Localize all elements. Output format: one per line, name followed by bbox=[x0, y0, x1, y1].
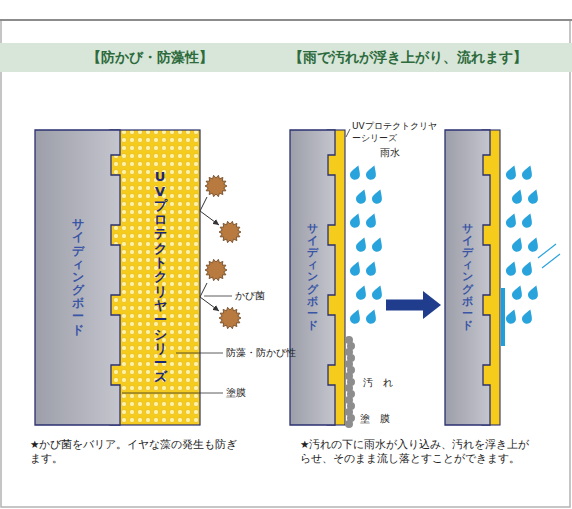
rain-drop bbox=[521, 260, 536, 278]
label-text: UVプロテクトクリヤーシリーズ bbox=[352, 121, 437, 143]
label-text: 塗 膜 bbox=[360, 413, 390, 424]
label-text: かび菌 bbox=[235, 290, 265, 301]
rain-drop bbox=[371, 284, 386, 302]
flow-arrow bbox=[386, 300, 423, 311]
label-text: ★汚れの下に雨水が入り込み、汚れを浮き上がらせ、そのまま流し落とすことができます… bbox=[300, 438, 529, 464]
rain-drop bbox=[521, 308, 536, 326]
bounce-arrow bbox=[200, 283, 219, 311]
label-text: ★かび菌をバリア。イヤな藻の発生も防ぎます。 bbox=[30, 438, 237, 464]
rain-drop bbox=[527, 284, 542, 302]
leader-line bbox=[346, 129, 350, 137]
page-frame bbox=[1, 20, 570, 507]
coating-layer bbox=[110, 130, 200, 425]
siding-board bbox=[35, 130, 120, 425]
part-label: かび菌 bbox=[235, 289, 279, 303]
part-label: 汚 れ bbox=[363, 376, 407, 390]
siding-board-box: サイディングボード bbox=[445, 130, 545, 425]
header-band bbox=[0, 43, 572, 72]
coating-box: UVプロテクトクリヤーシリーズ bbox=[120, 130, 200, 425]
rain-drop bbox=[511, 188, 526, 206]
rain-drop bbox=[371, 188, 386, 206]
mould-spore bbox=[205, 175, 227, 196]
mould-spore bbox=[205, 259, 227, 280]
label-text: 雨水 bbox=[380, 147, 400, 158]
rain-line bbox=[538, 244, 556, 258]
rain-drop bbox=[349, 164, 364, 182]
rain-drop bbox=[527, 188, 542, 206]
top-rule bbox=[0, 19, 572, 21]
rain-drop bbox=[349, 212, 364, 230]
part-label: UVプロテクトクリヤーシリーズ bbox=[352, 120, 440, 144]
mould-spore bbox=[219, 307, 241, 328]
label-text: 汚 れ bbox=[363, 377, 393, 388]
rain-drop bbox=[365, 260, 380, 278]
rain-drop bbox=[365, 164, 380, 182]
label-text: 【雨で汚れが浮き上がり、流れます】 bbox=[289, 49, 527, 65]
part-label: 防藻・防かび性 bbox=[226, 346, 322, 360]
leader-line bbox=[204, 296, 232, 297]
rain-drop bbox=[511, 284, 526, 302]
rain-line bbox=[542, 254, 560, 268]
rain-drop bbox=[521, 212, 536, 230]
rain-drop bbox=[365, 212, 380, 230]
dirt bbox=[345, 420, 353, 428]
rain-drop bbox=[365, 308, 380, 326]
rain-drop bbox=[355, 284, 370, 302]
part-label: 塗 膜 bbox=[360, 412, 404, 426]
rain-drop bbox=[511, 236, 526, 254]
caption-note: ★汚れの下に雨水が入り込み、汚れを浮き上がらせ、そのまま流し落とすことができます… bbox=[300, 437, 535, 465]
siding-board bbox=[290, 130, 335, 425]
vertical-label: サイディングボード bbox=[307, 223, 318, 332]
vertical-label: サイディングボード bbox=[462, 223, 473, 332]
vertical-label: UVプロテクトクリヤーシリーズ bbox=[154, 170, 167, 384]
rain-drop bbox=[349, 260, 364, 278]
label-text: 防藻・防かび性 bbox=[226, 347, 296, 358]
rain-drop bbox=[349, 308, 364, 326]
vertical-label: サイディングボード bbox=[72, 218, 84, 337]
caption-note: ★かび菌をバリア。イヤな藻の発生も防ぎます。 bbox=[30, 437, 245, 465]
rain-drop bbox=[505, 212, 520, 230]
part-label: 塗膜 bbox=[226, 386, 270, 400]
mould-spore bbox=[219, 221, 241, 242]
water-streak bbox=[501, 288, 505, 346]
leader-line bbox=[176, 353, 223, 354]
panel-heading: 【雨で汚れが浮き上がり、流れます】 bbox=[275, 48, 540, 67]
siding-board bbox=[445, 130, 490, 425]
rain-drop bbox=[355, 236, 370, 254]
bounce-arrow bbox=[200, 197, 219, 225]
rain-drop bbox=[355, 188, 370, 206]
siding-board-box: サイディングボード bbox=[35, 130, 120, 425]
label-text: 塗膜 bbox=[226, 387, 246, 398]
rain-drop bbox=[505, 308, 520, 326]
rain-drop bbox=[527, 236, 542, 254]
label-text: 【防かび・防藻性】 bbox=[87, 49, 213, 65]
rain-drop bbox=[505, 164, 520, 182]
part-label: 雨水 bbox=[380, 146, 414, 160]
rain-drop bbox=[505, 260, 520, 278]
panel-heading: 【防かび・防藻性】 bbox=[25, 48, 275, 67]
rain-drop bbox=[521, 164, 536, 182]
rain-drop bbox=[371, 236, 386, 254]
leader-line bbox=[122, 393, 223, 394]
